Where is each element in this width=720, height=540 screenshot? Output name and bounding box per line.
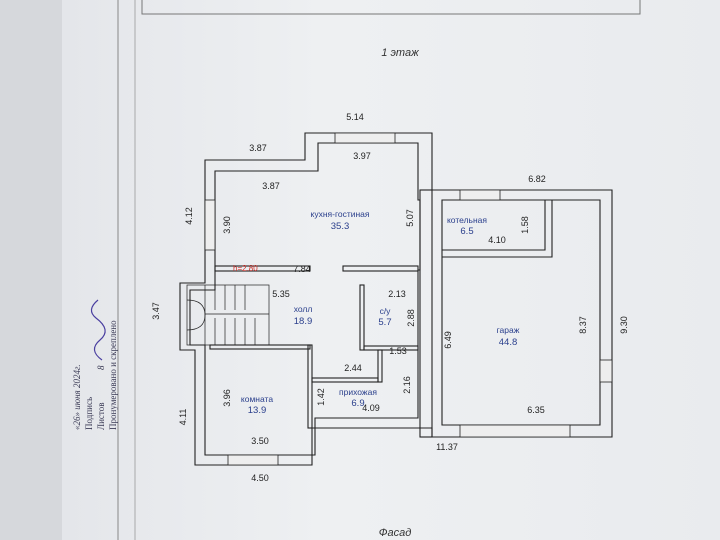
room-area-bedroom: 13.9 xyxy=(248,405,267,416)
room-name-bathroom: с/у xyxy=(380,306,392,316)
stamp-line-3: Подпись xyxy=(84,397,94,430)
handwritten-signature xyxy=(90,299,106,361)
stamp-line-2: Листов xyxy=(96,403,106,430)
title-block xyxy=(141,0,641,15)
room-name-bedroom: комната xyxy=(241,394,273,404)
stamp-line-4: «26» июня 2024г. xyxy=(72,364,82,430)
paper-sheet xyxy=(62,0,720,540)
dimension-label: 3.87 xyxy=(262,181,280,191)
adjacent-page xyxy=(0,0,62,540)
room-name-hall: холл xyxy=(294,304,313,314)
dimension-label: 9.30 xyxy=(619,316,629,334)
dimension-label: 4.09 xyxy=(362,403,380,413)
dimension-label: 2.16 xyxy=(402,376,412,394)
dimension-label: 1.53 xyxy=(389,346,407,356)
dimension-label: 3.47 xyxy=(151,302,161,320)
dimension-label: 5.07 xyxy=(405,209,415,227)
dimension-label: 5.35 xyxy=(272,289,290,299)
room-name-boiler: котельная xyxy=(447,215,487,225)
dimension-label: 7.84 xyxy=(293,264,311,274)
dimension-label: 2.13 xyxy=(388,289,406,299)
dimension-label: 4.10 xyxy=(488,235,506,245)
dimension-label: 3.87 xyxy=(249,143,267,153)
dimension-label: 4.12 xyxy=(184,207,194,225)
dimension-label: 6.49 xyxy=(443,331,453,349)
facade-label: Фасад xyxy=(379,527,412,539)
room-name-garage: гараж xyxy=(497,325,520,335)
room-area-boiler: 6.5 xyxy=(460,226,473,237)
stamp-sheets-count: 8 xyxy=(96,365,106,370)
room-labels: кухня-гостиная 35.3 холл 18.9 с/у 5.7 ко… xyxy=(241,209,520,416)
dimension-label: 11.37 xyxy=(436,442,458,452)
dimension-label: 2.44 xyxy=(344,363,362,373)
room-area-garage: 44.8 xyxy=(499,337,518,348)
dimension-label: 4.11 xyxy=(178,409,188,426)
dimension-label: 5.14 xyxy=(346,112,364,122)
openings xyxy=(204,132,613,466)
stamp-line-1: Пронумеровано и скреплено xyxy=(108,320,118,430)
room-area-entrance: 6.9 xyxy=(351,398,364,409)
dimension-label: 8.37 xyxy=(578,316,588,334)
inner-walls xyxy=(209,189,553,438)
dimension-label: 4.50 xyxy=(251,473,269,483)
room-area-kitchen: 35.3 xyxy=(331,221,350,232)
dimension-labels: 5.14 3.87 3.97 3.87 6.82 4.12 3.90 5.07 … xyxy=(151,112,629,483)
dimension-label: 3.96 xyxy=(222,389,232,407)
dimension-label: 6.35 xyxy=(527,405,545,415)
certification-stamp: Пронумеровано и скреплено Листов 8 Подпи… xyxy=(72,299,118,430)
room-name-entrance: прихожая xyxy=(339,387,377,397)
dimension-label: 6.82 xyxy=(528,174,546,184)
dimension-label: 2.88 xyxy=(406,309,416,327)
room-area-bathroom: 5.7 xyxy=(378,317,391,328)
staircase xyxy=(186,284,270,346)
dimension-label: 1.42 xyxy=(316,388,326,406)
room-area-hall: 18.9 xyxy=(294,316,313,327)
room-name-kitchen: кухня-гостиная xyxy=(311,209,370,219)
dimension-label: 3.97 xyxy=(353,151,371,161)
height-note: h=2.80 xyxy=(233,264,258,273)
dimension-label: 3.50 xyxy=(251,436,269,446)
dimension-label: 1.58 xyxy=(520,216,530,234)
dimension-label: 3.90 xyxy=(222,216,232,234)
floor-title: 1 этаж xyxy=(381,47,419,59)
